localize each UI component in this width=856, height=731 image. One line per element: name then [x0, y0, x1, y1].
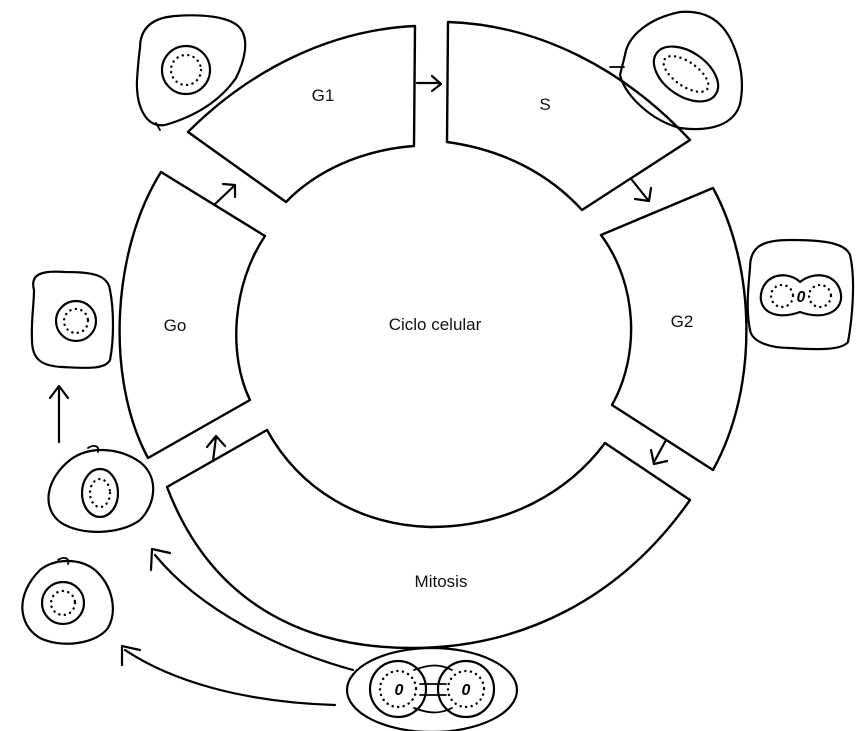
arrow-g2-to-mitosis — [651, 440, 667, 464]
phase-mitosis-segment — [167, 430, 690, 648]
phase-g1-label: G1 — [312, 86, 335, 105]
arrow-go-to-g1 — [214, 184, 235, 205]
dividing-cell-icon: 0 0 — [347, 648, 517, 731]
right-chromosome-mark: 0 — [462, 682, 471, 699]
phase-mitosis-label: Mitosis — [415, 572, 468, 591]
left-chromosome-mark: 0 — [395, 682, 404, 699]
g2-chromosome-mark: 0 — [797, 289, 806, 306]
phase-go-label: Go — [164, 316, 187, 335]
phase-go-segment — [120, 172, 265, 458]
phase-g2-label: G2 — [671, 312, 694, 331]
phase-g1: G1 — [188, 26, 415, 202]
phase-mitosis: Mitosis — [167, 430, 690, 648]
phase-s-label: S — [539, 95, 550, 114]
phase-g2: G2 — [601, 188, 746, 470]
phase-g1-segment — [188, 26, 415, 202]
arrow-up-to-go-cell — [50, 386, 68, 442]
arrow-to-daughter-lower — [122, 646, 335, 705]
daughter-cell-upper-icon — [49, 446, 154, 532]
center-label: Ciclo celular — [389, 315, 482, 334]
phase-go: Go — [120, 172, 265, 458]
cell-g2-icon: 0 — [748, 240, 853, 349]
arrow-g1-to-s — [417, 76, 441, 91]
cell-go-icon — [32, 272, 113, 368]
daughter-cell-lower-icon — [22, 558, 112, 644]
arrow-s-to-g2 — [632, 180, 651, 201]
